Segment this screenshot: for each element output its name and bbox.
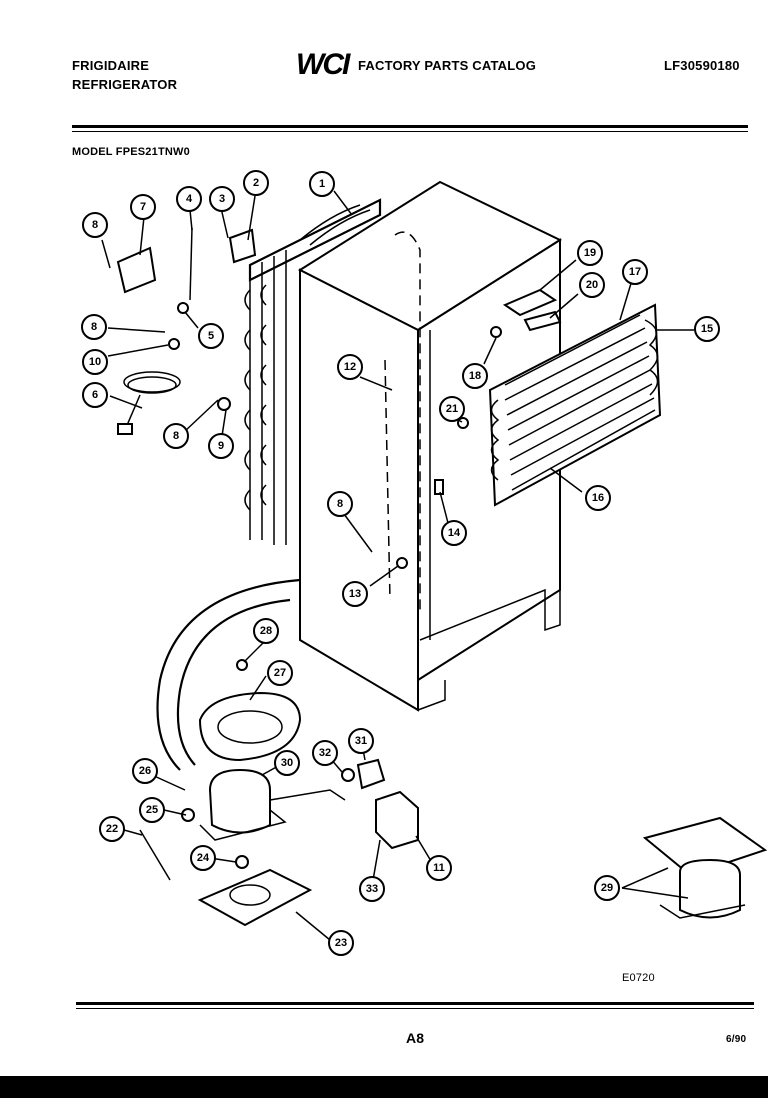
svg-text:15: 15 (701, 323, 713, 335)
drain-hose (156, 578, 301, 771)
svg-text:23: 23 (335, 937, 347, 949)
svg-text:29: 29 (601, 882, 613, 894)
svg-text:26: 26 (139, 765, 151, 777)
callout-4: 4 (176, 186, 202, 212)
svg-text:8: 8 (337, 498, 343, 510)
svg-text:6: 6 (92, 389, 98, 401)
figure-id: E0720 (622, 972, 655, 984)
svg-text:21: 21 (446, 403, 458, 415)
svg-text:27: 27 (274, 667, 286, 679)
svg-text:10: 10 (89, 356, 101, 368)
callout-16: 16 (585, 485, 611, 511)
svg-text:8: 8 (91, 321, 97, 333)
svg-text:31: 31 (355, 735, 367, 747)
refrigerator-cabinet (297, 180, 563, 712)
svg-text:20: 20 (586, 279, 598, 291)
revision-date: 6/90 (726, 1034, 747, 1045)
callout-1: 1 (309, 171, 335, 197)
header-rule (72, 125, 748, 128)
condenser-coil (244, 198, 382, 545)
product-type: REFRIGERATOR (72, 77, 178, 92)
header-rule-thin (72, 131, 748, 132)
compressor-assembly-alt (642, 816, 768, 919)
svg-text:11: 11 (433, 862, 445, 874)
callout-17: 17 (622, 259, 648, 285)
footer-rule (76, 1002, 754, 1005)
svg-text:30: 30 (281, 757, 293, 769)
scan-border (0, 1076, 768, 1098)
callout-20: 20 (579, 272, 605, 298)
svg-text:22: 22 (106, 823, 118, 835)
svg-text:33: 33 (366, 883, 378, 895)
callout-10: 10 (82, 349, 108, 375)
brand-name: FRIGIDAIRE (72, 58, 150, 73)
svg-text:18: 18 (469, 370, 481, 382)
callout-11: 11 (426, 855, 452, 881)
svg-text:16: 16 (592, 492, 604, 504)
callout-8-a: 8 (82, 212, 108, 238)
svg-text:2: 2 (253, 177, 259, 189)
callout-9: 9 (208, 433, 234, 459)
callout-24: 24 (190, 845, 216, 871)
callout-25: 25 (139, 797, 165, 823)
callout-8-b: 8 (81, 314, 107, 340)
footer-rule-thin (76, 1008, 754, 1009)
drain-pan (198, 691, 302, 762)
svg-text:7: 7 (140, 201, 146, 213)
svg-text:13: 13 (349, 588, 361, 600)
callout-31: 31 (348, 728, 374, 754)
callout-26: 26 (132, 758, 158, 784)
callout-5: 5 (198, 323, 224, 349)
relay-overload (341, 758, 419, 850)
callout-2: 2 (243, 170, 269, 196)
svg-text:5: 5 (208, 330, 214, 342)
callout-22: 22 (99, 816, 125, 842)
callout-30: 30 (274, 750, 300, 776)
svg-text:12: 12 (344, 361, 356, 373)
callout-12: 12 (337, 354, 363, 380)
callout-28: 28 (253, 618, 279, 644)
svg-text:32: 32 (319, 747, 331, 759)
callout-3: 3 (209, 186, 235, 212)
compressor (199, 768, 346, 841)
callout-14: 14 (441, 520, 467, 546)
svg-text:25: 25 (146, 804, 158, 816)
svg-text:28: 28 (260, 625, 272, 637)
svg-text:8: 8 (92, 219, 98, 231)
callout-23: 23 (328, 930, 354, 956)
callout-13: 13 (342, 581, 368, 607)
svg-text:9: 9 (218, 440, 224, 452)
svg-text:19: 19 (584, 247, 596, 259)
callout-19: 19 (577, 240, 603, 266)
callout-6: 6 (82, 382, 108, 408)
svg-text:14: 14 (448, 527, 461, 539)
page-number: A8 (406, 1030, 425, 1046)
callout-33: 33 (359, 876, 385, 902)
callout-7: 7 (130, 194, 156, 220)
evaporator-assembly (488, 303, 662, 507)
svg-text:8: 8 (173, 430, 179, 442)
svg-text:3: 3 (219, 193, 225, 205)
drain-hose-inner (176, 598, 291, 766)
callout-27: 27 (267, 660, 293, 686)
svg-text:17: 17 (629, 266, 641, 278)
wci-logo: WCI (296, 48, 350, 81)
callout-29: 29 (594, 875, 620, 901)
callout-8-c: 8 (163, 423, 189, 449)
callout-8-d: 8 (327, 491, 353, 517)
power-cord (117, 371, 181, 435)
catalog-title: FACTORY PARTS CATALOG (358, 58, 537, 73)
document-number: LF30590180 (664, 58, 740, 73)
callout-21: 21 (439, 396, 465, 422)
svg-text:4: 4 (186, 193, 193, 205)
callout-32: 32 (312, 740, 338, 766)
model-number: MODEL FPES21TNW0 (72, 146, 190, 158)
svg-text:1: 1 (319, 178, 325, 190)
compressor-bracket (197, 868, 313, 927)
svg-text:24: 24 (197, 852, 210, 864)
callout-18: 18 (462, 363, 488, 389)
small-parts (116, 227, 562, 881)
callout-15: 15 (694, 316, 720, 342)
